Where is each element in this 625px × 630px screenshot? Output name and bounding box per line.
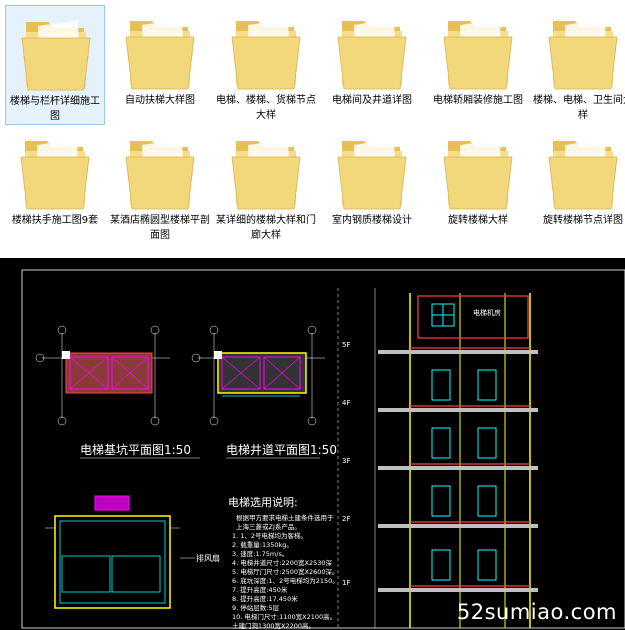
folder-label: 电梯轿厢装修施工图: [433, 95, 523, 106]
floor-label: 1F: [342, 579, 350, 587]
elevator-door: [477, 427, 497, 459]
elevator-door: [477, 369, 497, 401]
note-line: 2. 载重量:1350kg。: [232, 540, 293, 549]
elevation: 电梯机房 5F 4F 3F 2F 1F: [337, 288, 538, 628]
floor-slab: [378, 350, 538, 354]
folder-label: 自动扶梯大样图: [125, 95, 195, 106]
note-line: 根据甲方要求电梯土建条件选用于: [236, 513, 334, 522]
folder-label: 室内钢质楼梯设计: [332, 215, 412, 226]
folder-icon: [337, 19, 407, 90]
note-line: 土建门洞1300宽X2200高。: [232, 621, 315, 630]
note-line: 6. 底坑深度:1、2号电梯均为2150。: [232, 576, 339, 585]
floor-label: 3F: [342, 457, 350, 465]
folder-item[interactable]: 室内钢质楼梯设计: [322, 125, 422, 245]
folder-icon: [21, 20, 91, 91]
floor-slab: [378, 524, 538, 528]
title-shaft: 电梯井道平面图1:50: [226, 443, 337, 457]
folder-label: 某详细的楼梯大样和门廊大样: [216, 215, 316, 241]
elevator-door: [431, 369, 451, 401]
note-line: 上海三菱或ZJ系产品。: [236, 522, 301, 531]
fan-label: 排风扇: [196, 553, 220, 563]
folder-label: 电梯、楼梯、货梯节点大样: [216, 95, 316, 121]
floor-slab: [378, 408, 538, 412]
folder-label: 旋转楼梯大样: [448, 215, 508, 226]
frame-border: [21, 269, 625, 629]
folder-icon: [337, 139, 407, 210]
shaft-plan: [214, 351, 307, 397]
folder-label: 楼梯扶手施工图9套: [11, 215, 99, 226]
folder-item[interactable]: 楼梯、电梯、卫生间大样: [533, 5, 625, 125]
folder-label: 楼梯与栏杆详细施工图: [10, 96, 100, 122]
folder-label: 楼梯、电梯、卫生间大样: [533, 95, 625, 121]
folder-icon: [443, 139, 513, 210]
folder-item[interactable]: 电梯、楼梯、货梯节点大样: [216, 5, 316, 125]
elevator-door: [431, 427, 451, 459]
machine-room-label: 电梯机房: [473, 308, 501, 317]
floor-label: 5F: [342, 341, 350, 349]
folder-label: 某酒店椭圆型楼梯平剖面图: [110, 215, 210, 241]
notes-title: 电梯选用说明:: [228, 495, 298, 509]
elevator-door: [477, 485, 497, 517]
note-line: 1. 1、2号电梯均为客梯。: [232, 531, 307, 540]
elevator-door: [477, 549, 497, 581]
folder-icon: [548, 139, 618, 210]
folder-label: 旋转楼梯节点详图: [543, 215, 623, 226]
folder-icon: [125, 19, 195, 90]
machine-room-plan: 排风扇: [45, 495, 220, 609]
file-explorer: 楼梯与栏杆详细施工图 自动扶梯大样图 电梯、楼梯、货梯节点大样 电梯间及井道详图 电梯轿…: [0, 0, 625, 250]
folder-item[interactable]: 楼梯扶手施工图9套: [5, 125, 105, 245]
watermark: 52sumiao.com: [456, 600, 617, 624]
folder-item[interactable]: 电梯轿厢装修施工图: [428, 5, 528, 125]
folder-item[interactable]: 某详细的楼梯大样和门廊大样: [216, 125, 316, 245]
pit-plan: [62, 351, 153, 394]
floor-slab: [378, 588, 538, 592]
floor-label: 2F: [342, 515, 350, 523]
elevator-door: [431, 549, 451, 581]
folder-icon: [231, 139, 301, 210]
floor-slab: [378, 466, 538, 470]
folder-icon: [548, 19, 618, 90]
folder-item[interactable]: 电梯间及井道详图: [322, 5, 422, 125]
folder-item[interactable]: 旋转楼梯大样: [428, 125, 528, 245]
divider: [0, 250, 625, 258]
folder-icon: [20, 139, 90, 210]
folder-item[interactable]: 某酒店椭圆型楼梯平剖面图: [110, 125, 210, 245]
folder-item[interactable]: 楼梯与栏杆详细施工图: [5, 5, 105, 125]
note-line: 8. 提升高度:17.450米: [232, 594, 298, 603]
elevator-door: [431, 485, 451, 517]
folder-icon: [443, 19, 513, 90]
note-line: 5. 电梯厅门尺寸:2500宽X2600深。: [232, 567, 339, 576]
note-line: 10. 电梯门尺寸:1100宽X2100高。: [232, 612, 336, 621]
folder-icon: [125, 139, 195, 210]
folder-item[interactable]: 自动扶梯大样图: [110, 5, 210, 125]
note-line: 9. 停站层数:5层: [232, 603, 280, 612]
cad-canvas: 电梯基坑平面图1:50 电梯井道平面图1:50 排风扇 电梯选用说明: 根据甲方…: [21, 269, 625, 630]
note-line: 7. 提升高度:450米: [232, 585, 288, 594]
folder-icon: [231, 19, 301, 90]
note-line: 3. 速度:1.75m/s。: [232, 549, 288, 558]
folder-label: 电梯间及井道详图: [332, 95, 412, 106]
folder-item[interactable]: 旋转楼梯节点详图: [533, 125, 625, 245]
cad-drawing: 电梯基坑平面图1:50 电梯井道平面图1:50 排风扇 电梯选用说明: 根据甲方…: [0, 258, 625, 630]
note-line: 4. 电梯井道尺寸:2200宽X2530深: [232, 558, 332, 567]
title-pit: 电梯基坑平面图1:50: [80, 442, 191, 457]
floor-label: 4F: [342, 399, 350, 407]
